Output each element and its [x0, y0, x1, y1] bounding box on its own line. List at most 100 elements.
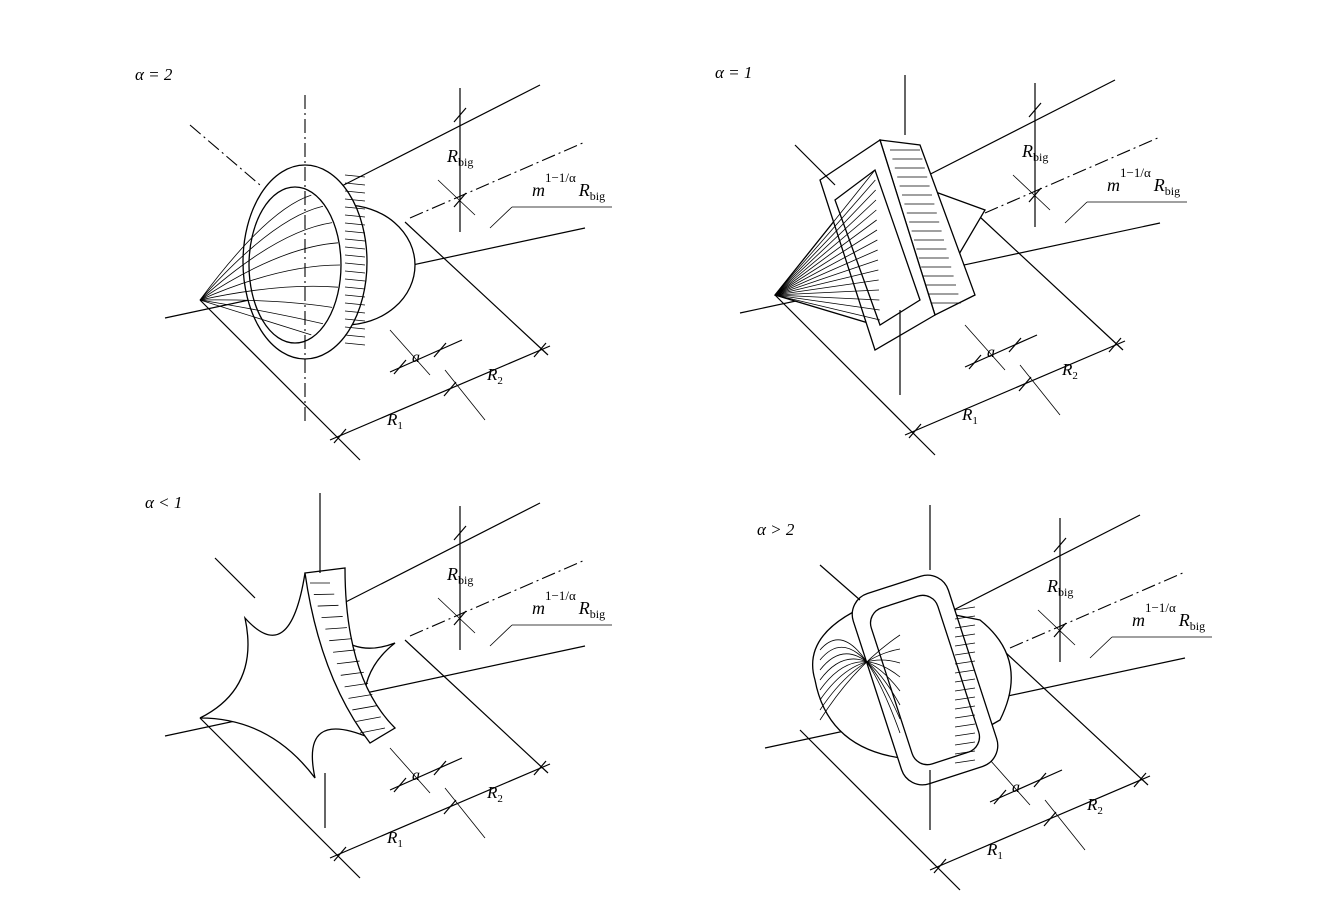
formula-m: m [532, 598, 545, 618]
r-big-subscript: big [1033, 150, 1048, 164]
meridian-line [819, 661, 901, 691]
r-big-label: Rbig [1046, 576, 1073, 599]
formula-exponent: 1−1/α [545, 170, 576, 185]
dimension-tick [933, 858, 947, 874]
r-big-subscript: big [458, 155, 473, 169]
dimension-tick [333, 428, 347, 444]
band-hatch [348, 694, 373, 699]
band-hatch [359, 727, 386, 734]
r2-label: R2 [486, 783, 503, 805]
a-label: a [987, 344, 995, 361]
meridian-line [199, 285, 339, 301]
formula-subscript: big [590, 189, 605, 203]
dimension-tick [1133, 772, 1147, 788]
edge-line [774, 259, 879, 296]
edge-line [774, 294, 880, 311]
ring-hatch [344, 270, 366, 274]
tick-top [453, 525, 467, 541]
r-dimension-line [929, 775, 1151, 871]
frame-hatch [954, 732, 976, 737]
a-label: a [412, 349, 420, 366]
frame-hatch [954, 642, 976, 647]
meridian-line [819, 653, 901, 706]
r1-subscript: 1 [997, 850, 1003, 862]
edge-line [774, 279, 879, 296]
tick-top [1053, 537, 1067, 553]
extension-line-r2 [1004, 651, 1149, 786]
meridian-line [819, 639, 901, 734]
a-dimension-line [964, 334, 1038, 368]
ring-hatch [344, 230, 366, 234]
r-dimension-line [329, 345, 551, 441]
dimension-tick [533, 342, 547, 358]
tick-diagonal [1037, 609, 1076, 646]
tick-diagonal [1012, 174, 1051, 211]
meridian-line [199, 205, 324, 301]
formula-r: R [578, 180, 590, 200]
r-big-label: Rbig [446, 564, 473, 587]
ring-hatch [344, 334, 366, 338]
meridian-line [199, 299, 324, 325]
frame-hatch [954, 633, 976, 638]
edge-line [774, 189, 876, 296]
dimension-tick [443, 381, 457, 397]
meridian-line [199, 299, 312, 336]
a-dimension-line [389, 757, 463, 791]
r2-subscript: 2 [497, 793, 503, 805]
formula-exponent: 1−1/α [545, 588, 576, 603]
edge-line [774, 179, 876, 296]
band-hatch [352, 705, 377, 711]
dimension-tick [908, 423, 922, 439]
meridian-line [819, 648, 901, 711]
diagonal-axis [819, 564, 861, 601]
r-big-subscript: big [458, 573, 473, 587]
r-split-extension [1019, 364, 1061, 416]
mid-axis-line [409, 559, 586, 637]
frame-hatch [954, 741, 976, 746]
formula-m: m [532, 180, 545, 200]
panel-title: α > 2 [757, 520, 795, 539]
top-generatrix-line [329, 502, 541, 611]
tick-mid [1053, 622, 1067, 638]
a-dimension-line [989, 769, 1063, 803]
extension-line-r2 [404, 221, 549, 356]
r-dimension-line [329, 763, 551, 859]
ring-hatch [344, 262, 366, 266]
edge-line [774, 219, 877, 296]
frame-hatch [954, 759, 976, 764]
r2-label: R2 [1061, 360, 1078, 382]
r2-symbol: R [486, 365, 498, 384]
dimension-tick [533, 760, 547, 776]
formula-subscript: big [590, 607, 605, 621]
a-extension-line [964, 324, 1006, 371]
frame-hatch [954, 696, 976, 701]
extension-line-r1 [199, 717, 361, 879]
formula-leader [489, 624, 513, 647]
r1-symbol: R [386, 828, 398, 847]
tick-diagonal [437, 597, 476, 634]
tick-top [1028, 102, 1042, 118]
r-big-label: Rbig [1021, 141, 1048, 164]
frame-hatch [954, 651, 976, 656]
edge-line [774, 249, 878, 296]
tick-mid [453, 610, 467, 626]
tick-top [453, 107, 467, 123]
r-big-label: Rbig [446, 146, 473, 169]
dimension-tick [1033, 772, 1047, 788]
ring-hatch [344, 294, 366, 298]
shape-rounded [811, 574, 1012, 786]
panel-title: α < 1 [145, 493, 182, 512]
meridian-line [199, 194, 312, 301]
dimension-tick [993, 789, 1007, 805]
band-hatch [329, 638, 352, 642]
r1-subscript: 1 [972, 415, 978, 427]
diagonal-axis [214, 557, 256, 599]
r-split-extension [444, 369, 486, 421]
extension-line-r1 [199, 299, 361, 461]
band-hatch [325, 627, 347, 630]
meridian-line [199, 242, 339, 301]
a-label: a [412, 767, 420, 784]
r2-label: R2 [1086, 795, 1103, 817]
shape-cusp [199, 567, 397, 779]
